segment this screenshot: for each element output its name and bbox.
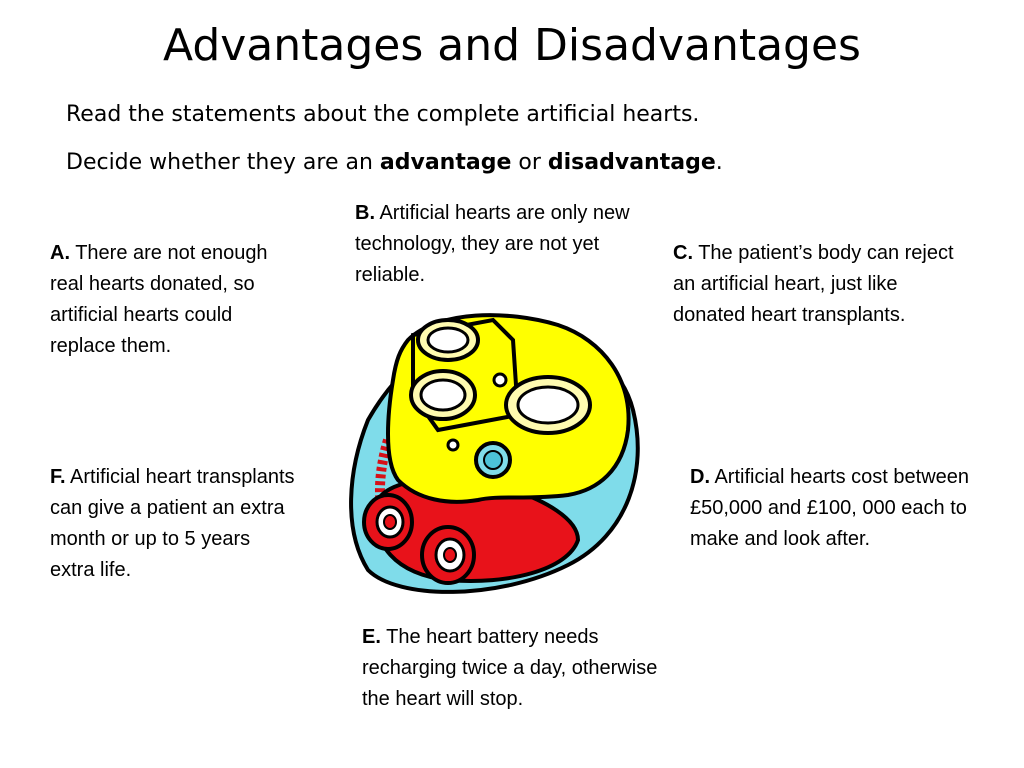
instruction-mid: or (511, 150, 548, 175)
statement-d: D. Artificial hearts cost between £50,00… (690, 462, 990, 555)
instruction-prefix: Decide whether they are an (66, 150, 380, 175)
statement-letter: B. (355, 202, 375, 224)
statement-letter: C. (673, 242, 693, 264)
statement-b: B. Artificial hearts are only new techno… (355, 198, 645, 291)
statement-letter: F. (50, 466, 66, 488)
statement-f: F. Artificial heart transplants can give… (50, 462, 295, 586)
instruction-line-2: Decide whether they are an advantage or … (66, 148, 723, 178)
artificial-heart-illustration (349, 313, 640, 594)
instruction-line-1: Read the statements about the complete a… (66, 102, 700, 127)
page-title: Advantages and Disadvantages (163, 20, 861, 71)
statement-text: There are not enough real hearts donated… (50, 242, 268, 357)
statement-letter: D. (690, 466, 710, 488)
statement-c: C. The patient’s body can reject an arti… (673, 238, 973, 331)
statement-text: The patient’s body can reject an artific… (673, 242, 954, 326)
statement-letter: E. (362, 626, 381, 648)
statement-a: A. There are not enough real hearts dona… (50, 238, 295, 362)
keyword-advantage: advantage (379, 150, 512, 175)
statement-e: E. The heart battery needs recharging tw… (362, 622, 682, 715)
statement-letter: A. (50, 242, 70, 264)
statement-text: The heart battery needs recharging twice… (362, 626, 658, 710)
instruction-suffix: . (715, 150, 723, 175)
statement-text: Artificial hearts cost between £50,000 a… (690, 466, 970, 550)
statement-text: Artificial hearts are only new technolog… (355, 202, 630, 286)
keyword-disadvantage: disadvantage (547, 150, 716, 175)
statement-text: Artificial heart transplants can give a … (50, 466, 295, 581)
